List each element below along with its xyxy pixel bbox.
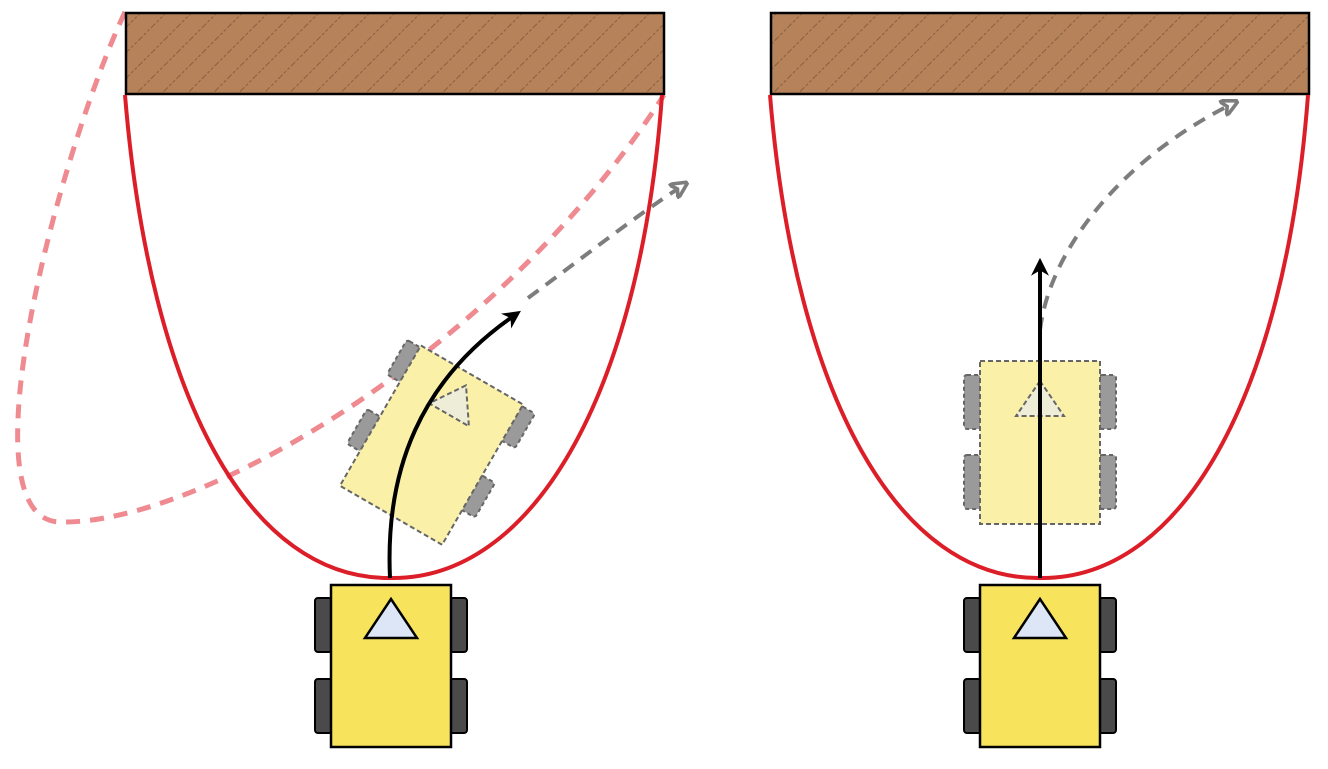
faded-boundary-curve — [15, 10, 667, 525]
heading-icon — [362, 596, 420, 640]
wheel — [449, 678, 468, 734]
left-panel — [15, 10, 682, 749]
right-panel — [768, 11, 1311, 749]
wall-obstacle — [769, 11, 1311, 96]
wheel — [1098, 678, 1117, 734]
ghost-wheel — [347, 409, 382, 453]
ghost-wheel — [963, 454, 982, 510]
wall-obstacle — [124, 11, 666, 96]
wheel — [963, 597, 982, 653]
heading-icon — [1011, 596, 1069, 640]
robot — [314, 583, 468, 749]
predicted-trajectory — [526, 186, 682, 300]
wheel — [314, 597, 333, 653]
ghost-wheel — [1098, 374, 1117, 430]
wheel — [314, 678, 333, 734]
ghost-heading-icon — [426, 383, 471, 429]
ghost-robot-body — [338, 344, 525, 547]
safety-boundary-curve — [123, 94, 664, 581]
ghost-wheel — [1098, 454, 1117, 510]
wheel — [963, 678, 982, 734]
ghost-wheel — [963, 374, 982, 430]
ghost-wheel — [387, 339, 422, 383]
predicted-trajectory — [1038, 104, 1232, 331]
wheel — [1098, 597, 1117, 653]
robot — [963, 583, 1117, 749]
ghost-robot — [338, 339, 535, 547]
planned-trajectory-arrow — [387, 310, 521, 579]
wheel — [449, 597, 468, 653]
